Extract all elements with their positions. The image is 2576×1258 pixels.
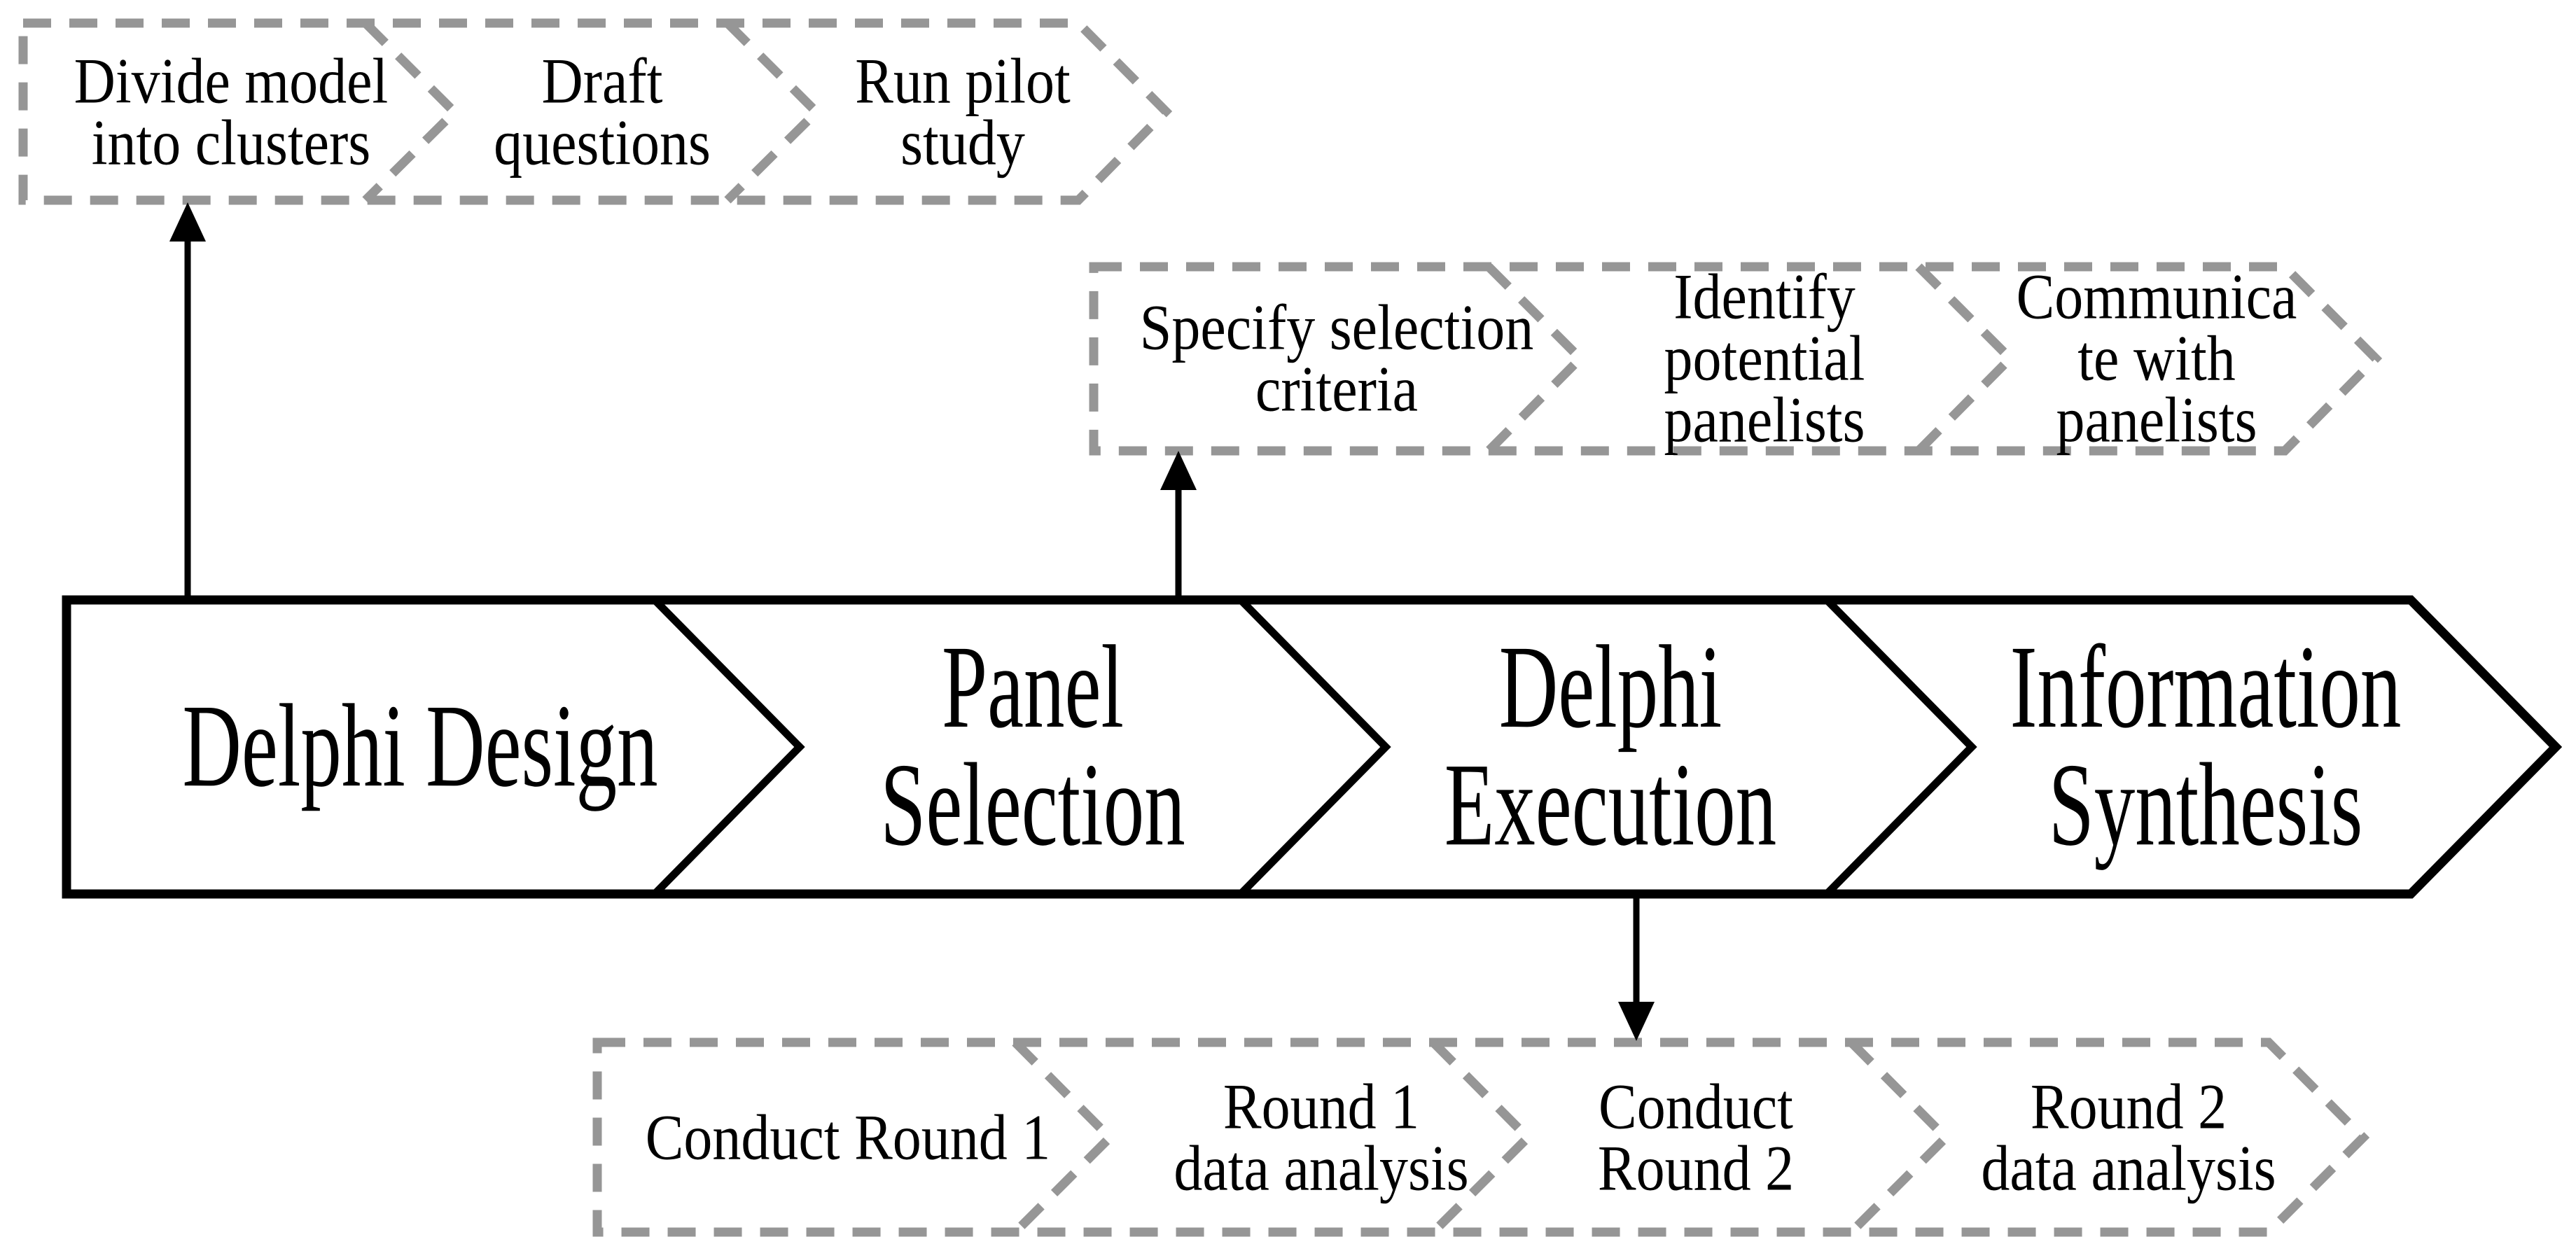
arrow-design-tasks (169, 202, 206, 597)
task-label-round-1-analysis: Round 1 data analysis (1174, 1070, 1469, 1204)
task-label-run-pilot-study: Run pilot study (855, 44, 1071, 179)
stage-label-delphi-execution: Delphi Execution (1444, 622, 1777, 871)
stage-label-panel-selection: Panel Selection (880, 622, 1185, 871)
task-label-draft-questions: Draft questions (494, 44, 711, 179)
stage-label-delphi-design: Delphi Design (182, 680, 658, 812)
arrow-panel-tasks-head-icon (1160, 451, 1197, 490)
task-label-conduct-round-1: Conduct Round 1 (645, 1101, 1051, 1173)
arrow-panel-tasks (1160, 451, 1197, 597)
main-band-separator-1 (652, 597, 805, 897)
task-label-specify-criteria: Specify selection criteria (1139, 291, 1534, 425)
execution-tasks-separator-3 (1848, 1039, 1953, 1236)
arrow-design-tasks-head-icon (169, 202, 206, 242)
design-tasks-separator-2 (724, 20, 823, 204)
task-label-identify-panelists: Identify potential panelists (1664, 260, 1865, 456)
task-label-communicate-panelists: Communica te with panelists (2016, 260, 2297, 456)
task-label-round-2-analysis: Round 2 data analysis (1981, 1070, 2276, 1204)
stage-label-information-synthesis: Information Synthesis (2010, 622, 2402, 871)
main-band-separator-3 (1824, 597, 1977, 897)
arrow-execution-tasks (1618, 897, 1655, 1041)
panel-tasks-separator-2 (1915, 263, 2017, 454)
design-tasks-separator-1 (362, 20, 461, 204)
main-band-outline (62, 595, 2563, 899)
arrow-execution-tasks-head-icon (1618, 1002, 1655, 1041)
task-label-conduct-round-2: Conduct Round 2 (1597, 1070, 1795, 1204)
task-label-divide-model: Divide model into clusters (74, 44, 389, 179)
execution-tasks-outline (592, 1037, 2370, 1237)
panel-tasks-outline (1089, 262, 2383, 456)
design-tasks-outline (18, 18, 1173, 205)
main-band-separator-2 (1238, 597, 1391, 897)
